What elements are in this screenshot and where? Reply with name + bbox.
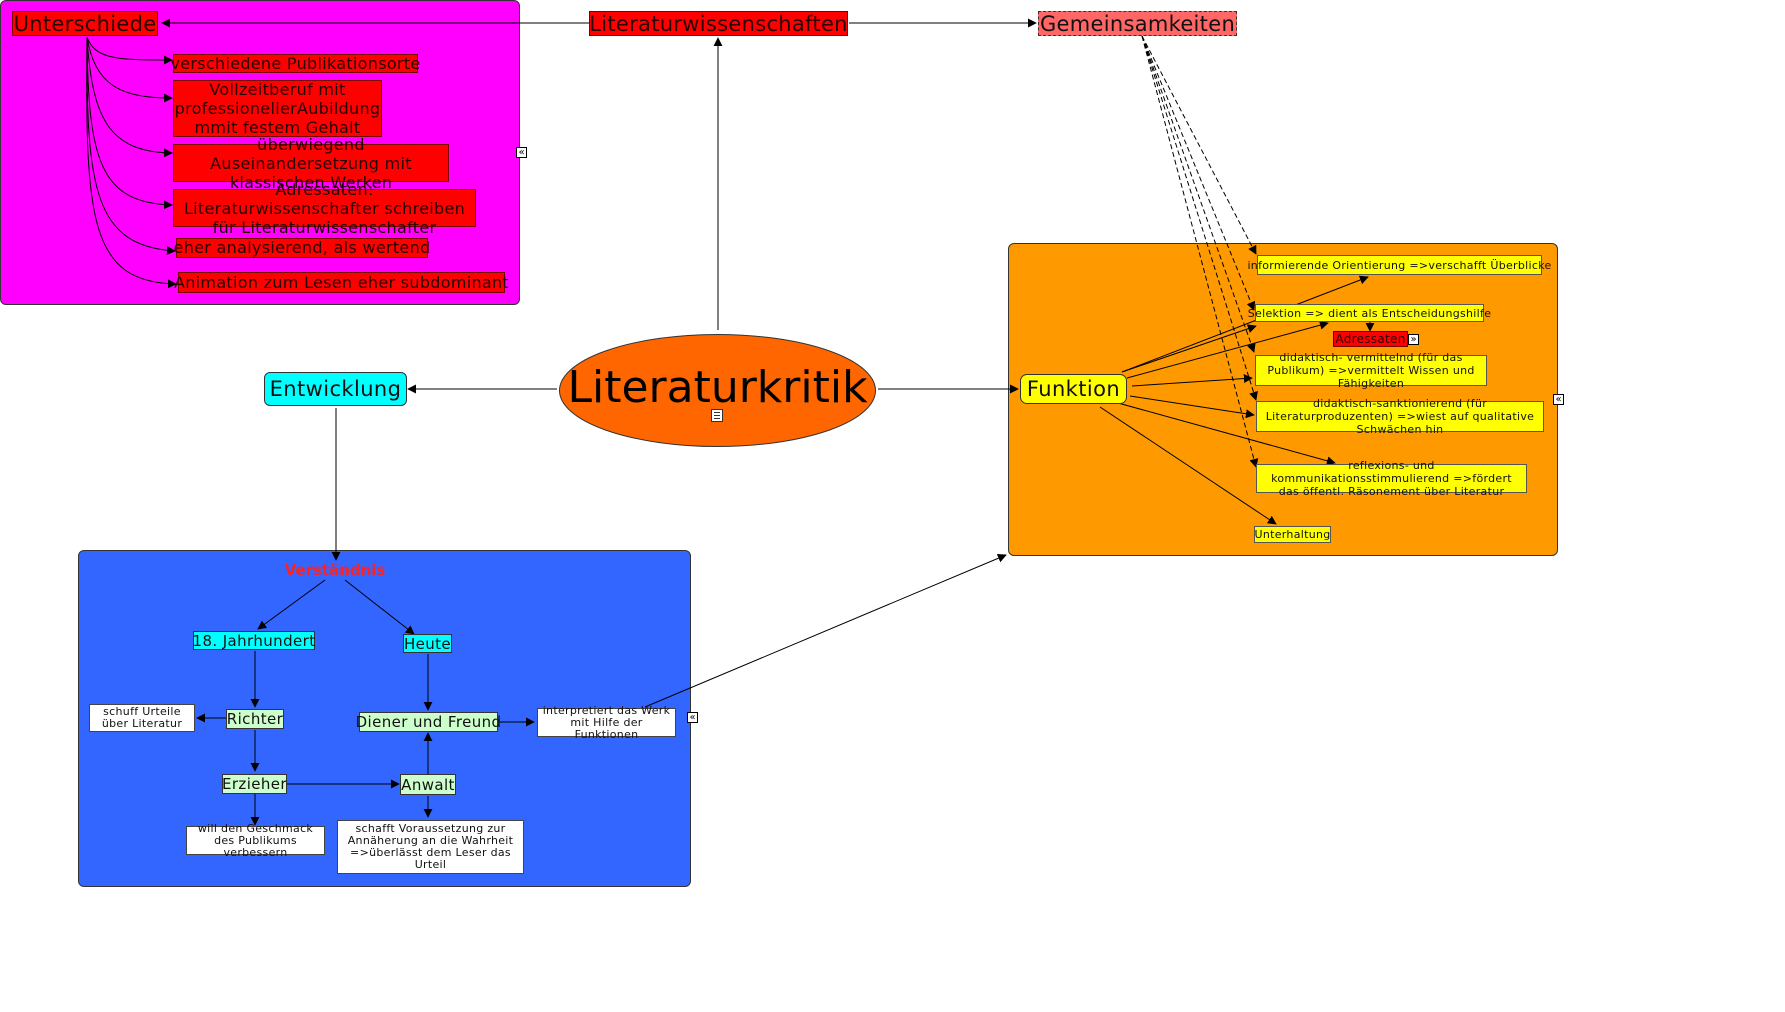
collapse-icon[interactable]: « (1553, 394, 1564, 405)
unterschiede-item[interactable]: Adressaten: Literaturwissenschafter schr… (173, 180, 476, 237)
collapse-icon[interactable]: « (687, 712, 698, 723)
expand-icon[interactable]: » (1408, 334, 1419, 345)
heute-node[interactable]: Heute (403, 634, 452, 653)
diener-note[interactable]: interpretiert das Werk mit Hilfe der Fun… (537, 704, 676, 740)
funktion-item[interactable]: reflexions- und kommunikationsstimmulier… (1256, 459, 1527, 498)
unterschiede-item[interactable]: Animation zum Lesen eher subdominant (174, 272, 510, 293)
verstaendnis-title: Verständnis (284, 561, 386, 579)
unterschiede-item[interactable]: Vollzeitberuf mit professionellerAubildu… (173, 80, 382, 137)
central-topic-label: Literaturkritik (567, 362, 868, 413)
unterschiede-item[interactable]: überwiegend Auseinandersetzung mit klass… (173, 135, 449, 192)
adressaten-node[interactable]: Adressaten (1333, 331, 1408, 347)
funktion-item[interactable]: informierende Orientierung =>verschafft … (1247, 255, 1551, 275)
unterschiede-item[interactable]: eher analysierend, als wertend (173, 238, 431, 258)
funktion-item[interactable]: didaktisch-sanktionierend (für Literatur… (1256, 397, 1544, 436)
literaturwissenschaften-node[interactable]: Literaturwissenschaften (589, 11, 848, 36)
collapse-icon[interactable]: « (516, 147, 527, 158)
funktion-item[interactable]: Unterhaltung (1254, 526, 1331, 543)
funktion-item[interactable]: Selektion => dient als Entscheidungshilf… (1248, 304, 1491, 322)
entwicklung-node[interactable]: Entwicklung (264, 372, 407, 406)
richter-node[interactable]: Richter (226, 709, 284, 729)
unterschiede-title[interactable]: Unterschiede (12, 11, 158, 36)
unterschiede-item[interactable]: verschiedene Publikationsorte (170, 53, 421, 73)
central-topic[interactable]: Literaturkritik (558, 333, 877, 448)
note-icon[interactable] (711, 409, 723, 422)
jahrhundert-node[interactable]: 18. Jahrhundert (192, 631, 316, 650)
funktion-item[interactable]: didaktisch- vermittelnd (für das Publiku… (1255, 351, 1487, 390)
diener-node[interactable]: Diener und Freund (355, 712, 502, 732)
gemeinsamkeiten-node[interactable]: Gemeinsamkeiten (1038, 11, 1237, 36)
funktion-node[interactable]: Funktion (1020, 374, 1127, 404)
erzieher-note[interactable]: will den Geschmack des Publikums verbess… (186, 822, 325, 858)
erzieher-node[interactable]: Erzieher (221, 774, 288, 794)
anwalt-note[interactable]: schafft Voraussetzung zur Annäherung an … (337, 820, 524, 874)
anwalt-node[interactable]: Anwalt (400, 774, 456, 795)
richter-note[interactable]: schuff Urteile über Literatur (89, 704, 195, 732)
